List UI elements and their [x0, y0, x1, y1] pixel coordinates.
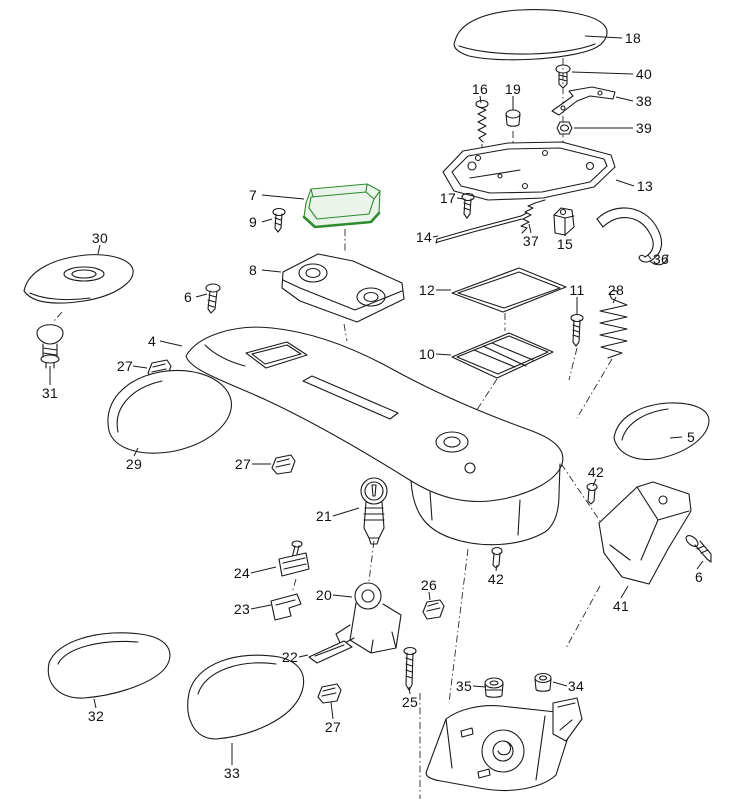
part-mat-12: [451, 267, 567, 313]
part-label-24: 24: [233, 565, 251, 581]
part-label-35: 35: [455, 678, 473, 694]
part-side-panel-33: [187, 654, 305, 740]
part-label-9: 9: [248, 214, 258, 230]
part-bracket-23: [270, 593, 302, 621]
part-label-32: 32: [87, 708, 105, 724]
part-side-panel-32: [47, 632, 171, 699]
part-label-21: 21: [315, 508, 333, 524]
part-label-18: 18: [624, 30, 642, 46]
part-bracket-38: [551, 86, 616, 116]
part-label-17: 17: [439, 190, 457, 206]
part-armrest-lid-18: [453, 9, 608, 61]
part-latch-15: [553, 207, 575, 236]
part-rubber-grid-10: [451, 332, 554, 379]
part-label-37: 37: [522, 233, 540, 249]
part-label-34: 34: [567, 678, 585, 694]
part-side-panel-29: [107, 370, 232, 454]
part-clip-27c: [317, 683, 342, 704]
part-console-body-4: [185, 326, 564, 546]
part-lock-cylinder-21: [360, 477, 388, 545]
part-label-15: 15: [556, 236, 574, 252]
part-screw-9: [272, 207, 286, 233]
part-label-42b: 42: [487, 571, 505, 587]
leader-lines: [49, 35, 704, 765]
part-label-26: 26: [420, 577, 438, 593]
part-cupholder-insert-8: [281, 253, 405, 323]
part-cover-30: [23, 254, 134, 304]
part-label-39: 39: [635, 120, 653, 136]
part-grommet-19: [505, 109, 521, 127]
part-label-14: 14: [415, 229, 433, 245]
assembly-guide-lines: [53, 58, 613, 799]
part-label-38: 38: [635, 93, 653, 109]
part-label-4: 4: [147, 333, 157, 349]
part-label-27c: 27: [324, 719, 342, 735]
part-label-5: 5: [686, 429, 696, 445]
part-label-6b: 6: [694, 569, 704, 585]
part-storage-lid-7-highlighted: [302, 183, 381, 229]
part-cover-5: [613, 402, 710, 460]
part-label-22: 22: [281, 649, 299, 665]
part-screw-42b: [491, 546, 503, 569]
part-screw-40: [555, 64, 571, 89]
part-screw-42a: [586, 482, 598, 505]
part-label-36: 36: [652, 251, 670, 267]
part-screw-6b: [685, 535, 712, 563]
part-mount-bracket-20: [335, 582, 402, 654]
part-nut-39: [556, 121, 573, 135]
part-label-41: 41: [612, 598, 630, 614]
part-label-29: 29: [125, 456, 143, 472]
part-screw-25: [403, 646, 417, 691]
part-label-12: 12: [418, 282, 436, 298]
part-clip-26: [422, 599, 445, 620]
part-grommet-34: [534, 672, 552, 692]
part-label-42a: 42: [587, 464, 605, 480]
part-clip-27b: [271, 454, 296, 475]
part-label-28: 28: [607, 282, 625, 298]
part-knob-31: [36, 324, 64, 369]
part-label-20: 20: [315, 587, 333, 603]
part-label-10: 10: [418, 346, 436, 362]
part-label-30: 30: [91, 230, 109, 246]
part-label-40: 40: [635, 66, 653, 82]
part-switch-24: [278, 540, 310, 577]
part-label-6a: 6: [183, 289, 193, 305]
part-screw-17: [461, 192, 475, 219]
part-label-16: 16: [471, 81, 489, 97]
part-label-31: 31: [41, 385, 59, 401]
part-label-11: 11: [569, 282, 585, 298]
part-label-27b: 27: [234, 456, 252, 472]
part-grommet-35: [484, 677, 504, 698]
part-rear-bracket-41: [598, 481, 692, 585]
part-coil-spring-28: [599, 290, 628, 359]
part-label-23: 23: [233, 601, 251, 617]
part-rod-14: [435, 212, 528, 244]
part-label-33: 33: [223, 765, 241, 781]
part-screw-11: [570, 313, 584, 347]
part-lever-22: [308, 640, 353, 664]
part-console-frame-13: [442, 141, 616, 201]
part-strap-handle-36: [596, 207, 669, 266]
part-screw-16: [475, 99, 489, 143]
part-label-8: 8: [248, 262, 258, 278]
part-label-27a: 27: [116, 358, 134, 374]
part-label-19: 19: [504, 81, 522, 97]
part-label-25: 25: [401, 694, 419, 710]
part-screw-6a: [205, 283, 221, 314]
part-label-7: 7: [248, 187, 258, 203]
part-bottom-bracket-assembly: [425, 697, 583, 792]
part-label-13: 13: [636, 178, 654, 194]
part-spring-37: [520, 199, 546, 234]
